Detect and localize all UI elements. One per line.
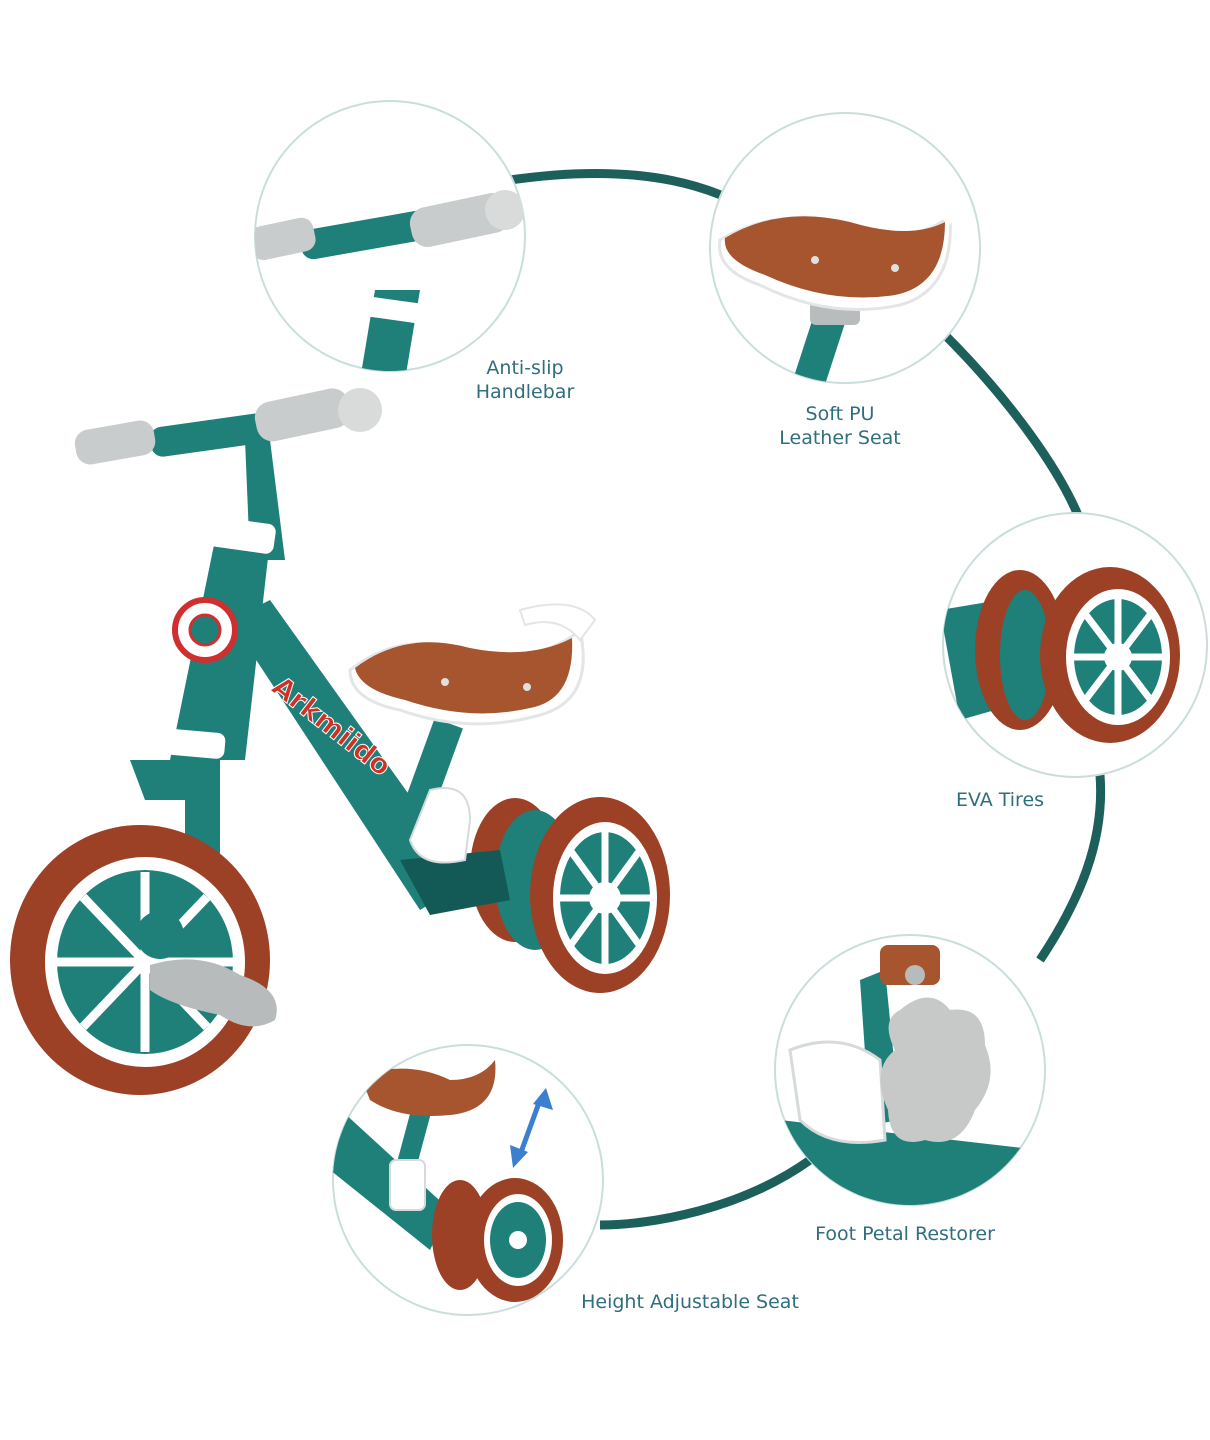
- seat: [348, 603, 597, 726]
- seat-detail-circle: [709, 112, 981, 384]
- feature-label-tires: EVA Tires: [955, 789, 1045, 811]
- rear-wheels: [470, 797, 670, 993]
- tire-detail-circle: [942, 512, 1208, 778]
- feature-label-height: Height Adjustable Seat: [581, 1291, 799, 1313]
- front-wheel: [10, 825, 270, 1095]
- height-arrow-icon: [510, 1088, 553, 1168]
- height-detail-circle: [332, 1044, 604, 1316]
- balance-bike: Arkmiido: [10, 388, 670, 1095]
- feature-label-pedal: Foot Petal Restorer: [815, 1223, 995, 1245]
- feature-label-handlebar: Anti-slip Handlebar: [475, 357, 575, 403]
- handlebar-detail-circle: [254, 100, 526, 372]
- brand-emblem-icon: [172, 597, 238, 663]
- handlebar: [74, 388, 382, 465]
- feature-label-seat: Soft PU Leather Seat: [779, 403, 901, 449]
- pedal-detail-circle: [774, 934, 1046, 1206]
